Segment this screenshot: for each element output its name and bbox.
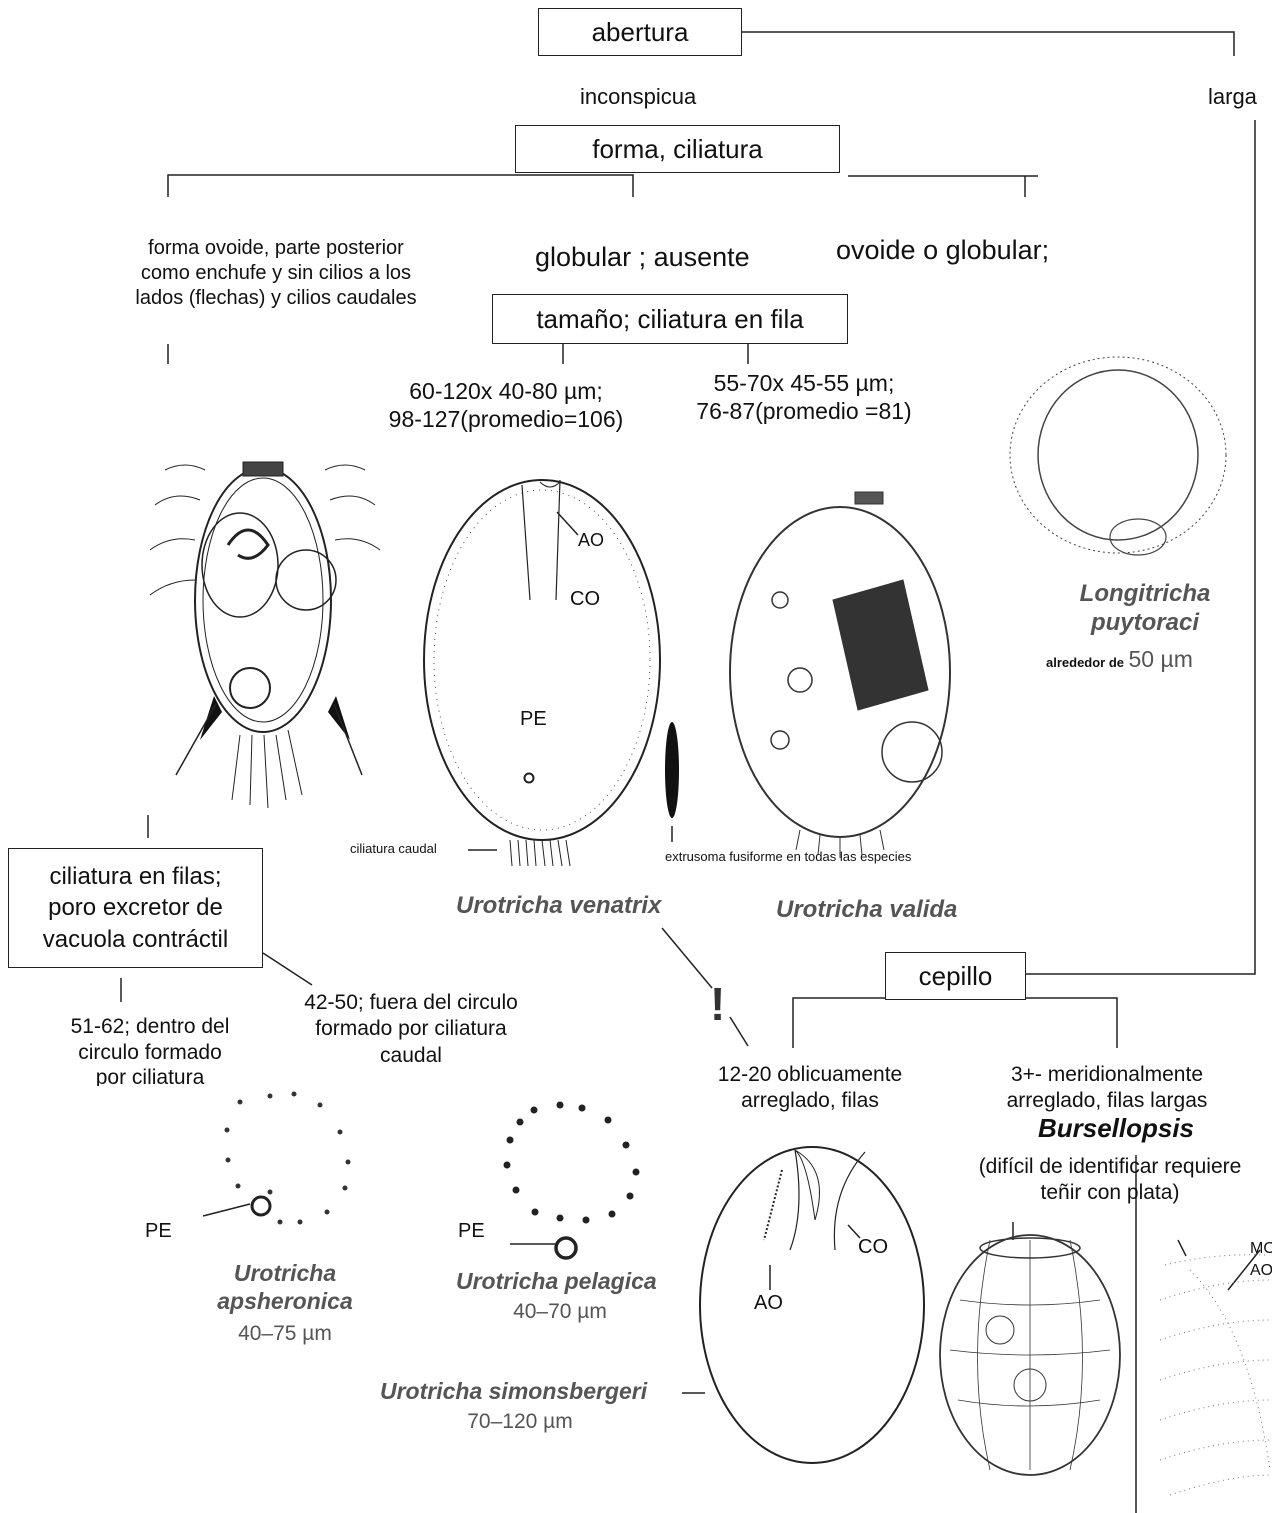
branch-ovoide-enchufe: forma ovoide, parte posterior como enchu…: [96, 236, 456, 311]
tamano-box: tamaño; ciliatura en fila: [492, 294, 848, 344]
oblicuamente-line-2: arreglado, filas: [680, 1088, 940, 1112]
meridionalmente-line-1: 3+- meridionalmente: [972, 1062, 1242, 1088]
dentro-line-2: circulo formado: [30, 1040, 270, 1066]
label-pe-venatrix: PE: [520, 708, 547, 731]
pelagica-ring-drawing: [504, 1102, 640, 1224]
longitricha-drawing: [1010, 357, 1226, 555]
branch-meridionalmente: 3+- meridionalmente arreglado, filas lar…: [972, 1062, 1242, 1115]
abertura-box: abertura: [538, 8, 742, 56]
forma-ciliatura-label: forma, ciliatura: [592, 134, 763, 165]
species-venatrix: Urotricha venatrix: [456, 892, 661, 920]
label-ciliatura-caudal: ciliatura caudal: [350, 842, 437, 857]
label-co-simonsbergeri: CO: [858, 1236, 888, 1259]
dentro-line-1: 51-62; dentro del: [30, 1014, 270, 1040]
dentro-line-3: por ciliatura: [30, 1065, 270, 1086]
pelagica-size: 40–70 µm: [480, 1300, 640, 1324]
species-longitricha: Longitricha puytoraci: [1060, 580, 1230, 638]
forma-ciliatura-box: forma, ciliatura: [515, 125, 840, 173]
branch-inconspicua: inconspicua: [580, 84, 696, 109]
species-pelagica: Urotricha pelagica: [456, 1268, 657, 1294]
exclamation-mark: !: [710, 978, 725, 1031]
urotricha-valida-drawing: [730, 492, 950, 858]
fuera-line-2: formado por ciliatura: [276, 1016, 546, 1042]
label-ao-cut: AO: [1250, 1262, 1272, 1280]
label-co-venatrix: CO: [570, 588, 600, 611]
longitricha-size: alrededor de 50 µm: [1046, 646, 1193, 672]
size-venatrix-line-1: 60-120x 40-80 µm;: [356, 378, 656, 406]
fuera-line-3: caudal: [276, 1043, 546, 1065]
genus-bursellopsis: Bursellopsis: [1006, 1114, 1226, 1144]
ciliatura-filas-line-1: ciliatura en filas;: [49, 861, 221, 892]
oblicuamente-line-1: 12-20 oblicuamente: [680, 1062, 940, 1088]
meridionalmente-line-2: arreglado, filas largas: [972, 1088, 1242, 1114]
apsheronica-ring-drawing: [225, 1092, 351, 1225]
label-ao-venatrix: AO: [578, 530, 604, 551]
tamano-label: tamaño; ciliatura en fila: [536, 304, 803, 335]
size-valida: 55-70x 45-55 µm; 76-87(promedio =81): [664, 370, 944, 425]
cepillo-box: cepillo: [885, 952, 1026, 1000]
fuera-line-1: 42-50; fuera del circulo: [276, 990, 546, 1016]
size-venatrix-line-2: 98-127(promedio=106): [356, 406, 656, 434]
size-venatrix: 60-120x 40-80 µm; 98-127(promedio=106): [356, 378, 656, 433]
ovoide-line-2: como enchufe y sin cilios a los: [96, 261, 456, 286]
label-pe-apsheronica: PE: [145, 1220, 172, 1243]
urotricha-ovoid-drawing: [150, 462, 380, 808]
branch-ovoide-globular: ovoide o globular;: [836, 235, 1049, 266]
label-mo: MO: [1250, 1240, 1272, 1258]
bursellopsis-drawing: [940, 1235, 1120, 1475]
bursellopsis-note-line-2: teñir con plata): [950, 1180, 1270, 1206]
extrusoma-shape: [665, 722, 679, 818]
longitricha-size-value: 50 µm: [1128, 646, 1192, 672]
ovoide-line-3: lados (flechas) y cilios caudales: [96, 286, 456, 311]
simonsbergeri-size: 70–120 µm: [440, 1410, 600, 1434]
ovoide-line-1: forma ovoide, parte posterior: [96, 236, 456, 261]
label-ao-simonsbergeri: AO: [754, 1292, 783, 1315]
longitricha-line-1: Longitricha: [1060, 580, 1230, 609]
branch-larga: larga: [1208, 84, 1257, 109]
abertura-label: abertura: [592, 17, 689, 48]
branch-fuera: 42-50; fuera del circulo formado por cil…: [276, 990, 546, 1064]
species-apsheronica: Urotricha apsheronica: [200, 1260, 370, 1315]
branch-globular-ausente: globular ; ausente: [535, 242, 750, 273]
species-valida: Urotricha valida: [776, 896, 957, 924]
size-valida-line-2: 76-87(promedio =81): [664, 398, 944, 426]
apsheronica-line-2: apsheronica: [200, 1288, 370, 1316]
ciliatura-filas-box: ciliatura en filas; poro excretor de vac…: [8, 848, 263, 968]
cepillo-label: cepillo: [919, 961, 993, 992]
apsheronica-line-1: Urotricha: [200, 1260, 370, 1288]
branch-dentro: 51-62; dentro del circulo formado por ci…: [30, 1014, 270, 1086]
urotricha-venatrix-drawing: [424, 480, 660, 866]
species-simonsbergeri: Urotricha simonsbergeri: [380, 1378, 647, 1404]
bursellopsis-note: (difícil de identificar requiere teñir c…: [950, 1154, 1270, 1207]
label-pe-pelagica: PE: [458, 1220, 485, 1243]
longitricha-size-prefix: alrededor de: [1046, 655, 1124, 670]
bursellopsis-note-line-1: (difícil de identificar requiere: [950, 1154, 1270, 1180]
label-extrusoma: extrusoma fusiforme en todas las especie…: [665, 850, 911, 865]
longitricha-line-2: puytoraci: [1060, 609, 1230, 638]
ciliatura-filas-line-2: poro excretor de: [48, 892, 223, 923]
branch-oblicuamente: 12-20 oblicuamente arreglado, filas: [680, 1062, 940, 1112]
ciliatura-filas-line-3: vacuola contráctil: [43, 924, 228, 955]
apsheronica-size: 40–75 µm: [200, 1322, 370, 1346]
size-valida-line-1: 55-70x 45-55 µm;: [664, 370, 944, 398]
silver-stain-pattern: [1160, 1255, 1270, 1495]
urotricha-simonsbergeri-drawing: [700, 1147, 924, 1463]
